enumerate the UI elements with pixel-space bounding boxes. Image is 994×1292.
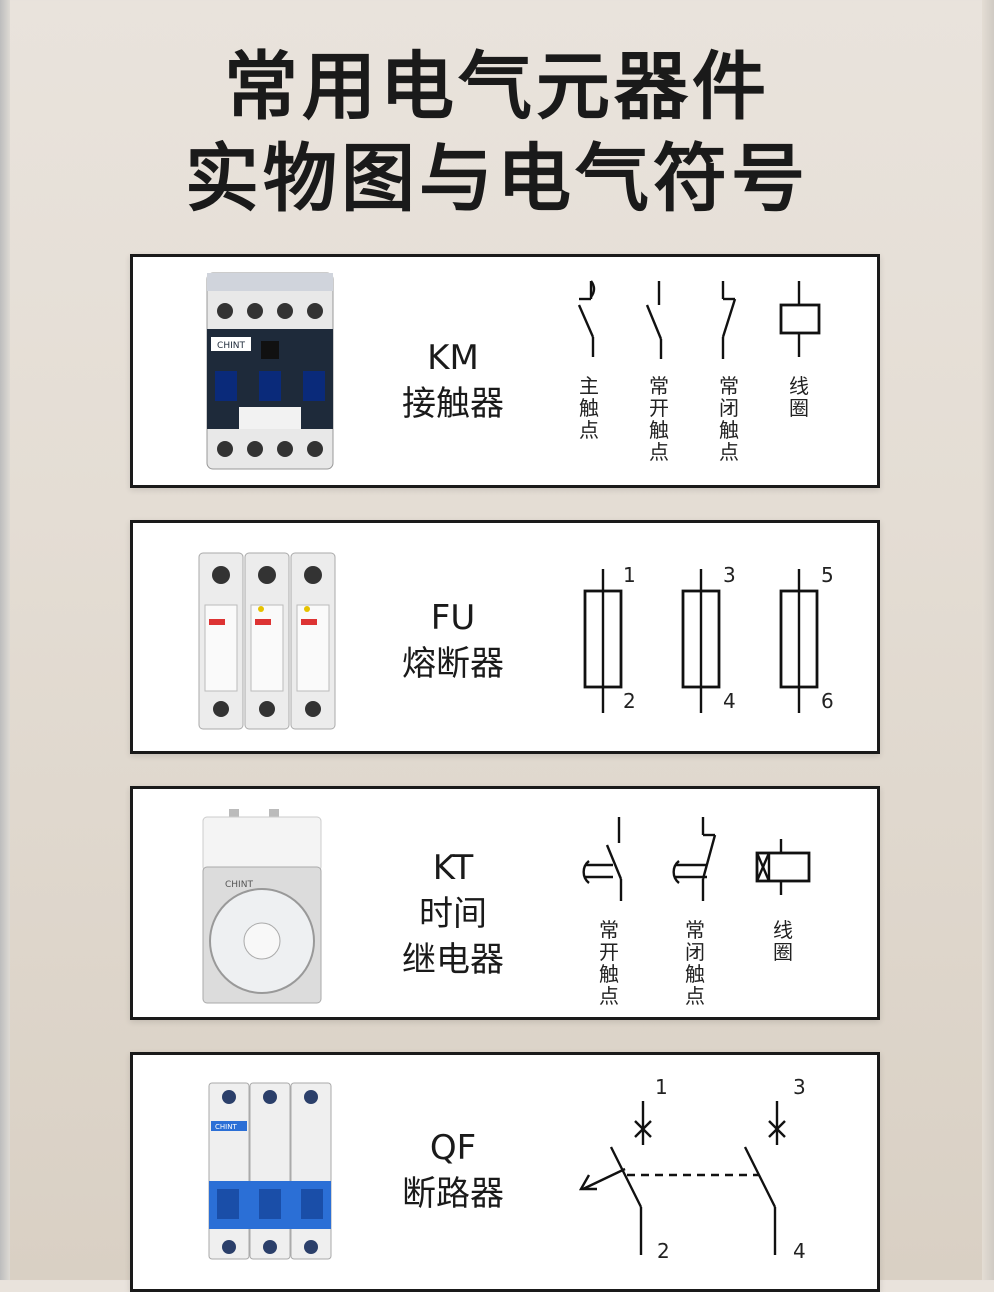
breaker-terminal-2: 2 bbox=[657, 1239, 670, 1263]
card-time-relay: CHINT KT 时间 继电器 常开触点 常闭触点 线圈 bbox=[130, 786, 880, 1020]
breaker-symbols bbox=[578, 1101, 786, 1255]
fuse-terminal-2: 2 bbox=[623, 689, 636, 713]
fuse-terminal-3: 3 bbox=[723, 563, 736, 587]
time-relay-symbol-label-coil: 线圈 bbox=[773, 918, 793, 964]
fuse-terminal-1: 1 bbox=[623, 563, 636, 587]
time-relay-symbols bbox=[582, 817, 811, 901]
breaker-brand: CHINT bbox=[215, 1123, 237, 1131]
fuse-terminal-6: 6 bbox=[821, 689, 834, 713]
time-relay-symbol-label-no: 常开触点 bbox=[599, 918, 619, 1008]
contactor-code: KM bbox=[427, 338, 479, 378]
time-relay-name-line1: 时间 bbox=[419, 894, 487, 934]
contactor-photo: CHINT bbox=[206, 272, 334, 470]
right-edge bbox=[982, 0, 994, 1280]
time-relay-name-line2: 继电器 bbox=[402, 940, 504, 980]
breaker-terminal-1: 1 bbox=[655, 1075, 668, 1099]
fuse-name: 熔断器 bbox=[402, 644, 504, 684]
breaker-name: 断路器 bbox=[402, 1174, 504, 1214]
card-contactor: CHINT KM 接触器 主触点 常开触点 常闭触点 线圈 bbox=[130, 254, 880, 488]
breaker-code: QF bbox=[429, 1128, 477, 1168]
contactor-symbol-label-main: 主触点 bbox=[579, 374, 599, 442]
time-relay-brand: CHINT bbox=[225, 880, 253, 890]
contactor-symbol-label-coil: 线圈 bbox=[789, 374, 809, 420]
fuse-code: FU bbox=[430, 598, 476, 638]
card-fuse: FU 熔断器 1 2 3 4 5 6 bbox=[130, 520, 880, 754]
left-edge bbox=[0, 0, 10, 1280]
breaker-terminal-4: 4 bbox=[793, 1239, 806, 1263]
contactor-symbols bbox=[577, 280, 821, 359]
contactor-brand: CHINT bbox=[217, 341, 245, 351]
time-relay-photo: CHINT bbox=[202, 809, 322, 1004]
time-relay-symbol-label-nc: 常闭触点 bbox=[685, 918, 705, 1008]
fuse-photo bbox=[198, 552, 336, 730]
page-title-line1: 常用电气元器件 bbox=[224, 44, 770, 130]
fuse-terminal-5: 5 bbox=[821, 563, 834, 587]
fuse-symbols bbox=[583, 569, 819, 713]
contactor-symbol-label-no: 常开触点 bbox=[649, 374, 669, 464]
breaker-terminal-3: 3 bbox=[793, 1075, 806, 1099]
breaker-photo: CHINT bbox=[208, 1082, 332, 1260]
contactor-symbol-label-nc: 常闭触点 bbox=[719, 374, 739, 464]
page-title-line2: 实物图与电气符号 bbox=[185, 136, 809, 222]
fuse-terminal-4: 4 bbox=[723, 689, 736, 713]
card-breaker: CHINT QF 断路器 1 2 3 4 bbox=[130, 1052, 880, 1292]
contactor-name: 接触器 bbox=[402, 384, 504, 424]
time-relay-code: KT bbox=[432, 848, 474, 888]
